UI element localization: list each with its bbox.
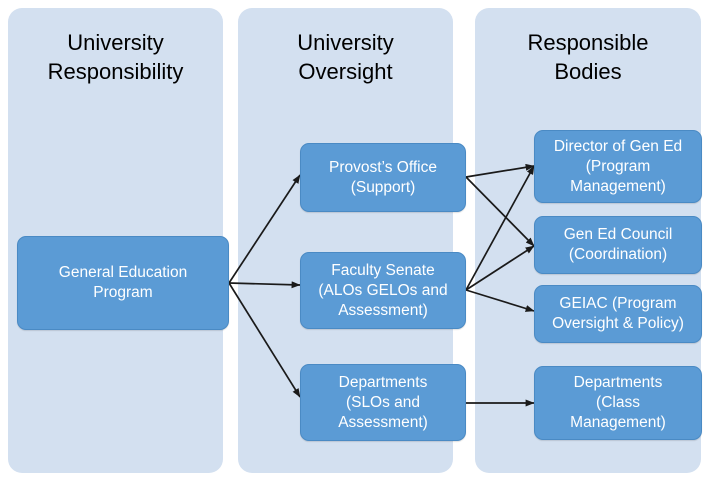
node-gen-ed-council[interactable]: Gen Ed Council (Coordination) — [534, 216, 702, 274]
node-general-education-program[interactable]: General Education Program — [17, 236, 229, 330]
node-departments-class-management-label: Departments (Class Management) — [570, 374, 666, 431]
node-geiac-label: GEIAC (Program Oversight & Policy) — [552, 295, 684, 332]
node-provosts-office[interactable]: Provost’s Office (Support) — [300, 143, 466, 212]
node-provosts-office-label: Provost’s Office (Support) — [329, 158, 437, 196]
node-departments-class-management[interactable]: Departments (Class Management) — [534, 366, 702, 440]
column-title-university-oversight: University Oversight — [297, 30, 394, 84]
node-departments-oversight[interactable]: Departments (SLOs and Assessment) — [300, 364, 466, 441]
node-faculty-senate[interactable]: Faculty Senate (ALOs GELOs and Assessmen… — [300, 252, 466, 329]
column-title-responsible-bodies: Responsible Bodies — [527, 30, 649, 84]
node-geiac[interactable]: GEIAC (Program Oversight & Policy) — [534, 285, 702, 343]
node-director-of-gen-ed-label: Director of Gen Ed (Program Management) — [553, 137, 683, 195]
node-gen-ed-council-label: Gen Ed Council (Coordination) — [563, 226, 673, 263]
column-title-university-responsibility: University Responsibility — [47, 30, 184, 84]
node-departments-oversight-label: Departments (SLOs and Assessment) — [338, 373, 428, 431]
node-general-education-program-label: General Education Program — [58, 264, 188, 301]
node-director-of-gen-ed[interactable]: Director of Gen Ed (Program Management) — [534, 130, 702, 203]
node-faculty-senate-label: Faculty Senate (ALOs GELOs and Assessmen… — [318, 261, 448, 319]
